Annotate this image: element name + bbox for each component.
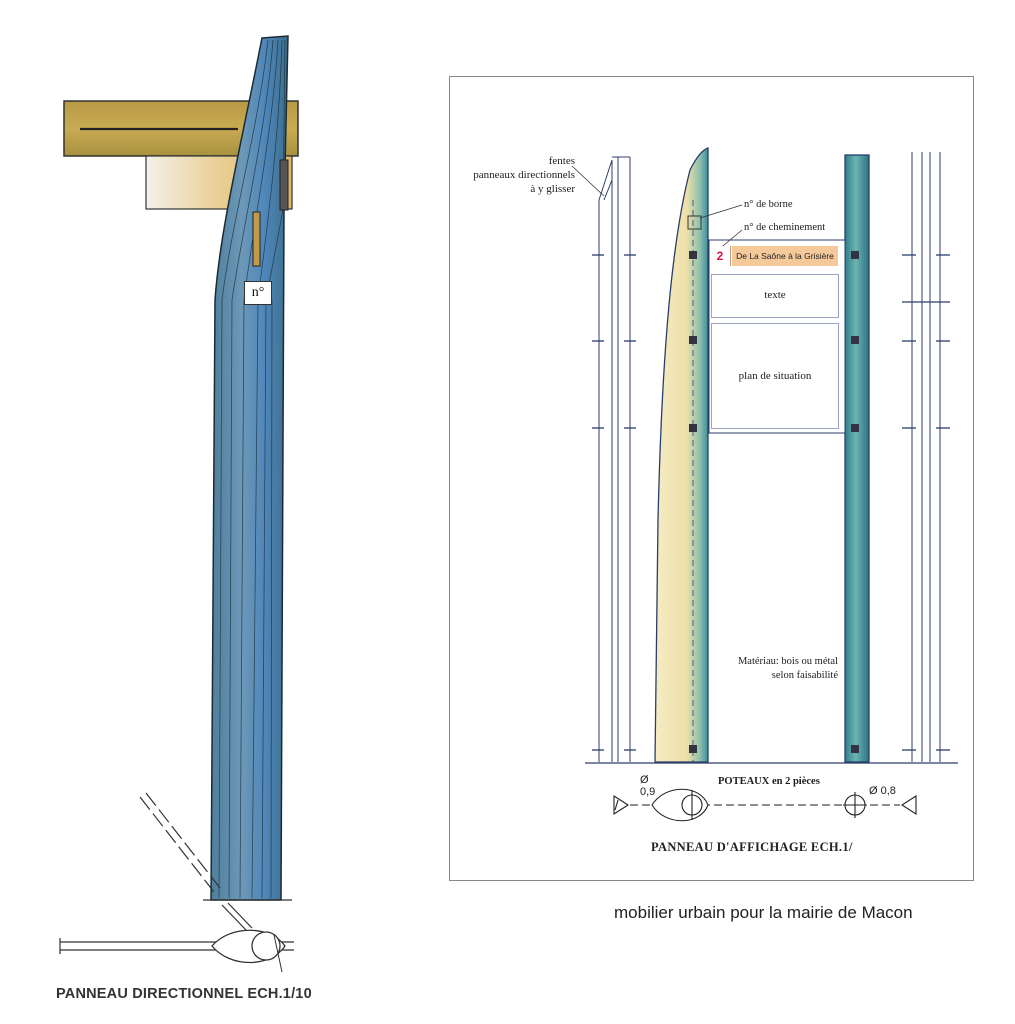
left-title: PANNEAU DIRECTIONNEL ECH.1/10: [56, 986, 312, 1002]
number-marker: n°: [244, 281, 272, 305]
right-title: PANNEAU D'AFFICHAGE ECH.1/: [651, 840, 853, 854]
text-panel: texte: [711, 274, 839, 318]
dim-left: Ø 0,9: [640, 774, 656, 798]
teal-post: [844, 154, 870, 763]
cream-post: [654, 147, 709, 763]
bollard-number-label: n° de borne: [744, 199, 793, 210]
route-name: De La Saône à la Grisière: [732, 246, 838, 266]
side-elevation-right: [902, 152, 950, 762]
route-number-label: n° de cheminement: [744, 222, 826, 233]
dim-right: Ø 0,8: [869, 785, 896, 797]
posts-note: POTEAUX en 2 pièces: [718, 776, 820, 787]
map-panel: plan de situation: [711, 323, 839, 429]
right-drawing-frame: [449, 76, 974, 881]
caption: mobilier urbain pour la mairie de Macon: [614, 903, 913, 922]
side-elevation-left: [592, 156, 636, 762]
material-note: Matériau: bois ou métal selon faisabilit…: [737, 656, 838, 681]
map-panel-label: plan de situation: [738, 370, 812, 382]
route-label: 2 De La Saône à la Grisière: [710, 246, 838, 266]
route-number: 2: [710, 246, 731, 266]
text-panel-label: texte: [764, 289, 786, 301]
slots-label: fentes panneaux directionnels à y glisse…: [473, 155, 575, 195]
